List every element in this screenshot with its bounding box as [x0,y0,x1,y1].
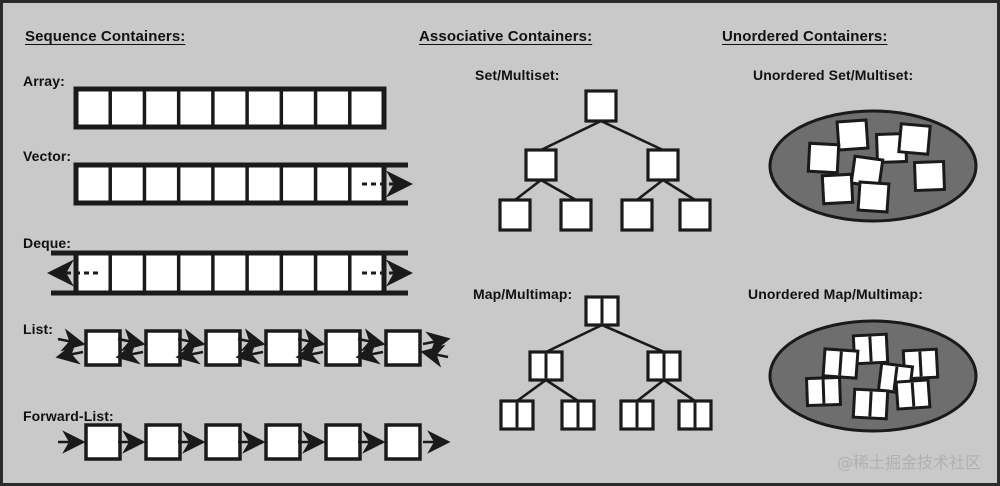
watermark: @稀土掘金技术社区 [836,453,981,472]
set-tree-edge [540,119,602,152]
forward-list-node [384,423,422,461]
diagram-shapes [47,86,978,461]
deque-frame [73,250,387,296]
list-next-arrow-tail [422,331,451,355]
map-tree-edge [516,378,547,403]
label-map-multimap: Map/Multimap: [473,286,573,302]
deque-rail-bottom-left [51,290,78,296]
set-tree-node [620,198,654,232]
set-tree-node [559,198,593,232]
forward-list-node [204,423,242,461]
list-prev-arrow [115,341,144,365]
list-prev-arrow [235,341,264,365]
map-tree-edge [545,378,579,403]
label-vector: Vector: [23,148,72,164]
list-node [144,329,182,367]
unordered-set-element [897,122,932,156]
set-tree-node [498,198,532,232]
list-node [324,329,362,367]
set-tree-node [646,148,680,182]
array-cells-frame [73,86,387,130]
heading-associative-containers: Associative Containers: [419,28,593,45]
list-next-arrow [57,328,86,352]
label-set-multiset: Set/Multiset: [475,67,560,83]
label-forward-list: Forward-List: [23,408,114,424]
unordered-set-element [835,118,870,152]
set-tree-edge [514,178,542,202]
forward-list-node [264,423,302,461]
unordered-map-element [851,387,890,421]
heading-unordered-containers: Unordered Containers: [722,28,888,45]
list-node [264,329,302,367]
list-prev-arrow [355,341,384,365]
forward-list-node [144,423,182,461]
label-unordered-set-multiset: Unordered Set/Multiset: [753,67,914,83]
forward-list-node [84,423,122,461]
unordered-map-element [894,378,932,411]
set-tree-edge [662,178,696,202]
deque-rail-top-right [383,250,408,256]
list-prev-arrow-tail [420,344,449,368]
unordered-set-element [912,159,947,193]
unordered-set-element [806,141,841,175]
set-tree-edge [636,178,664,202]
list-prev-arrow [295,341,324,365]
list-prev-arrow [175,341,204,365]
set-tree-node [678,198,712,232]
map-tree-edge [545,323,603,354]
list-node [84,329,122,367]
unordered-set-element [820,172,855,206]
set-tree-node [524,148,558,182]
label-list: List: [23,321,54,337]
unordered-set-element [856,180,891,214]
label-unordered-map-multimap: Unordered Map/Multimap: [748,286,923,302]
forward-list-node [324,423,362,461]
list-prev-arrow [55,341,84,365]
deque-rail-bottom-right [383,290,408,296]
map-tree-edge [636,378,665,403]
vector-cells-frame [73,162,387,206]
set-tree-edge [600,119,664,152]
vector-cells-rail-top [383,162,408,168]
unordered-map-element [821,347,860,380]
list-node [384,329,422,367]
set-tree-edge [540,178,577,202]
label-array: Array: [23,73,65,89]
deque-rail-top-left [51,250,78,256]
map-tree-edge [601,323,665,354]
list-node [204,329,242,367]
label-deque: Deque: [23,235,72,251]
set-tree-node [584,89,618,123]
heading-sequence-containers: Sequence Containers: [25,28,186,45]
unordered-map-element [804,375,843,408]
map-tree-edge [663,378,696,403]
vector-cells-rail-bottom [383,200,408,206]
